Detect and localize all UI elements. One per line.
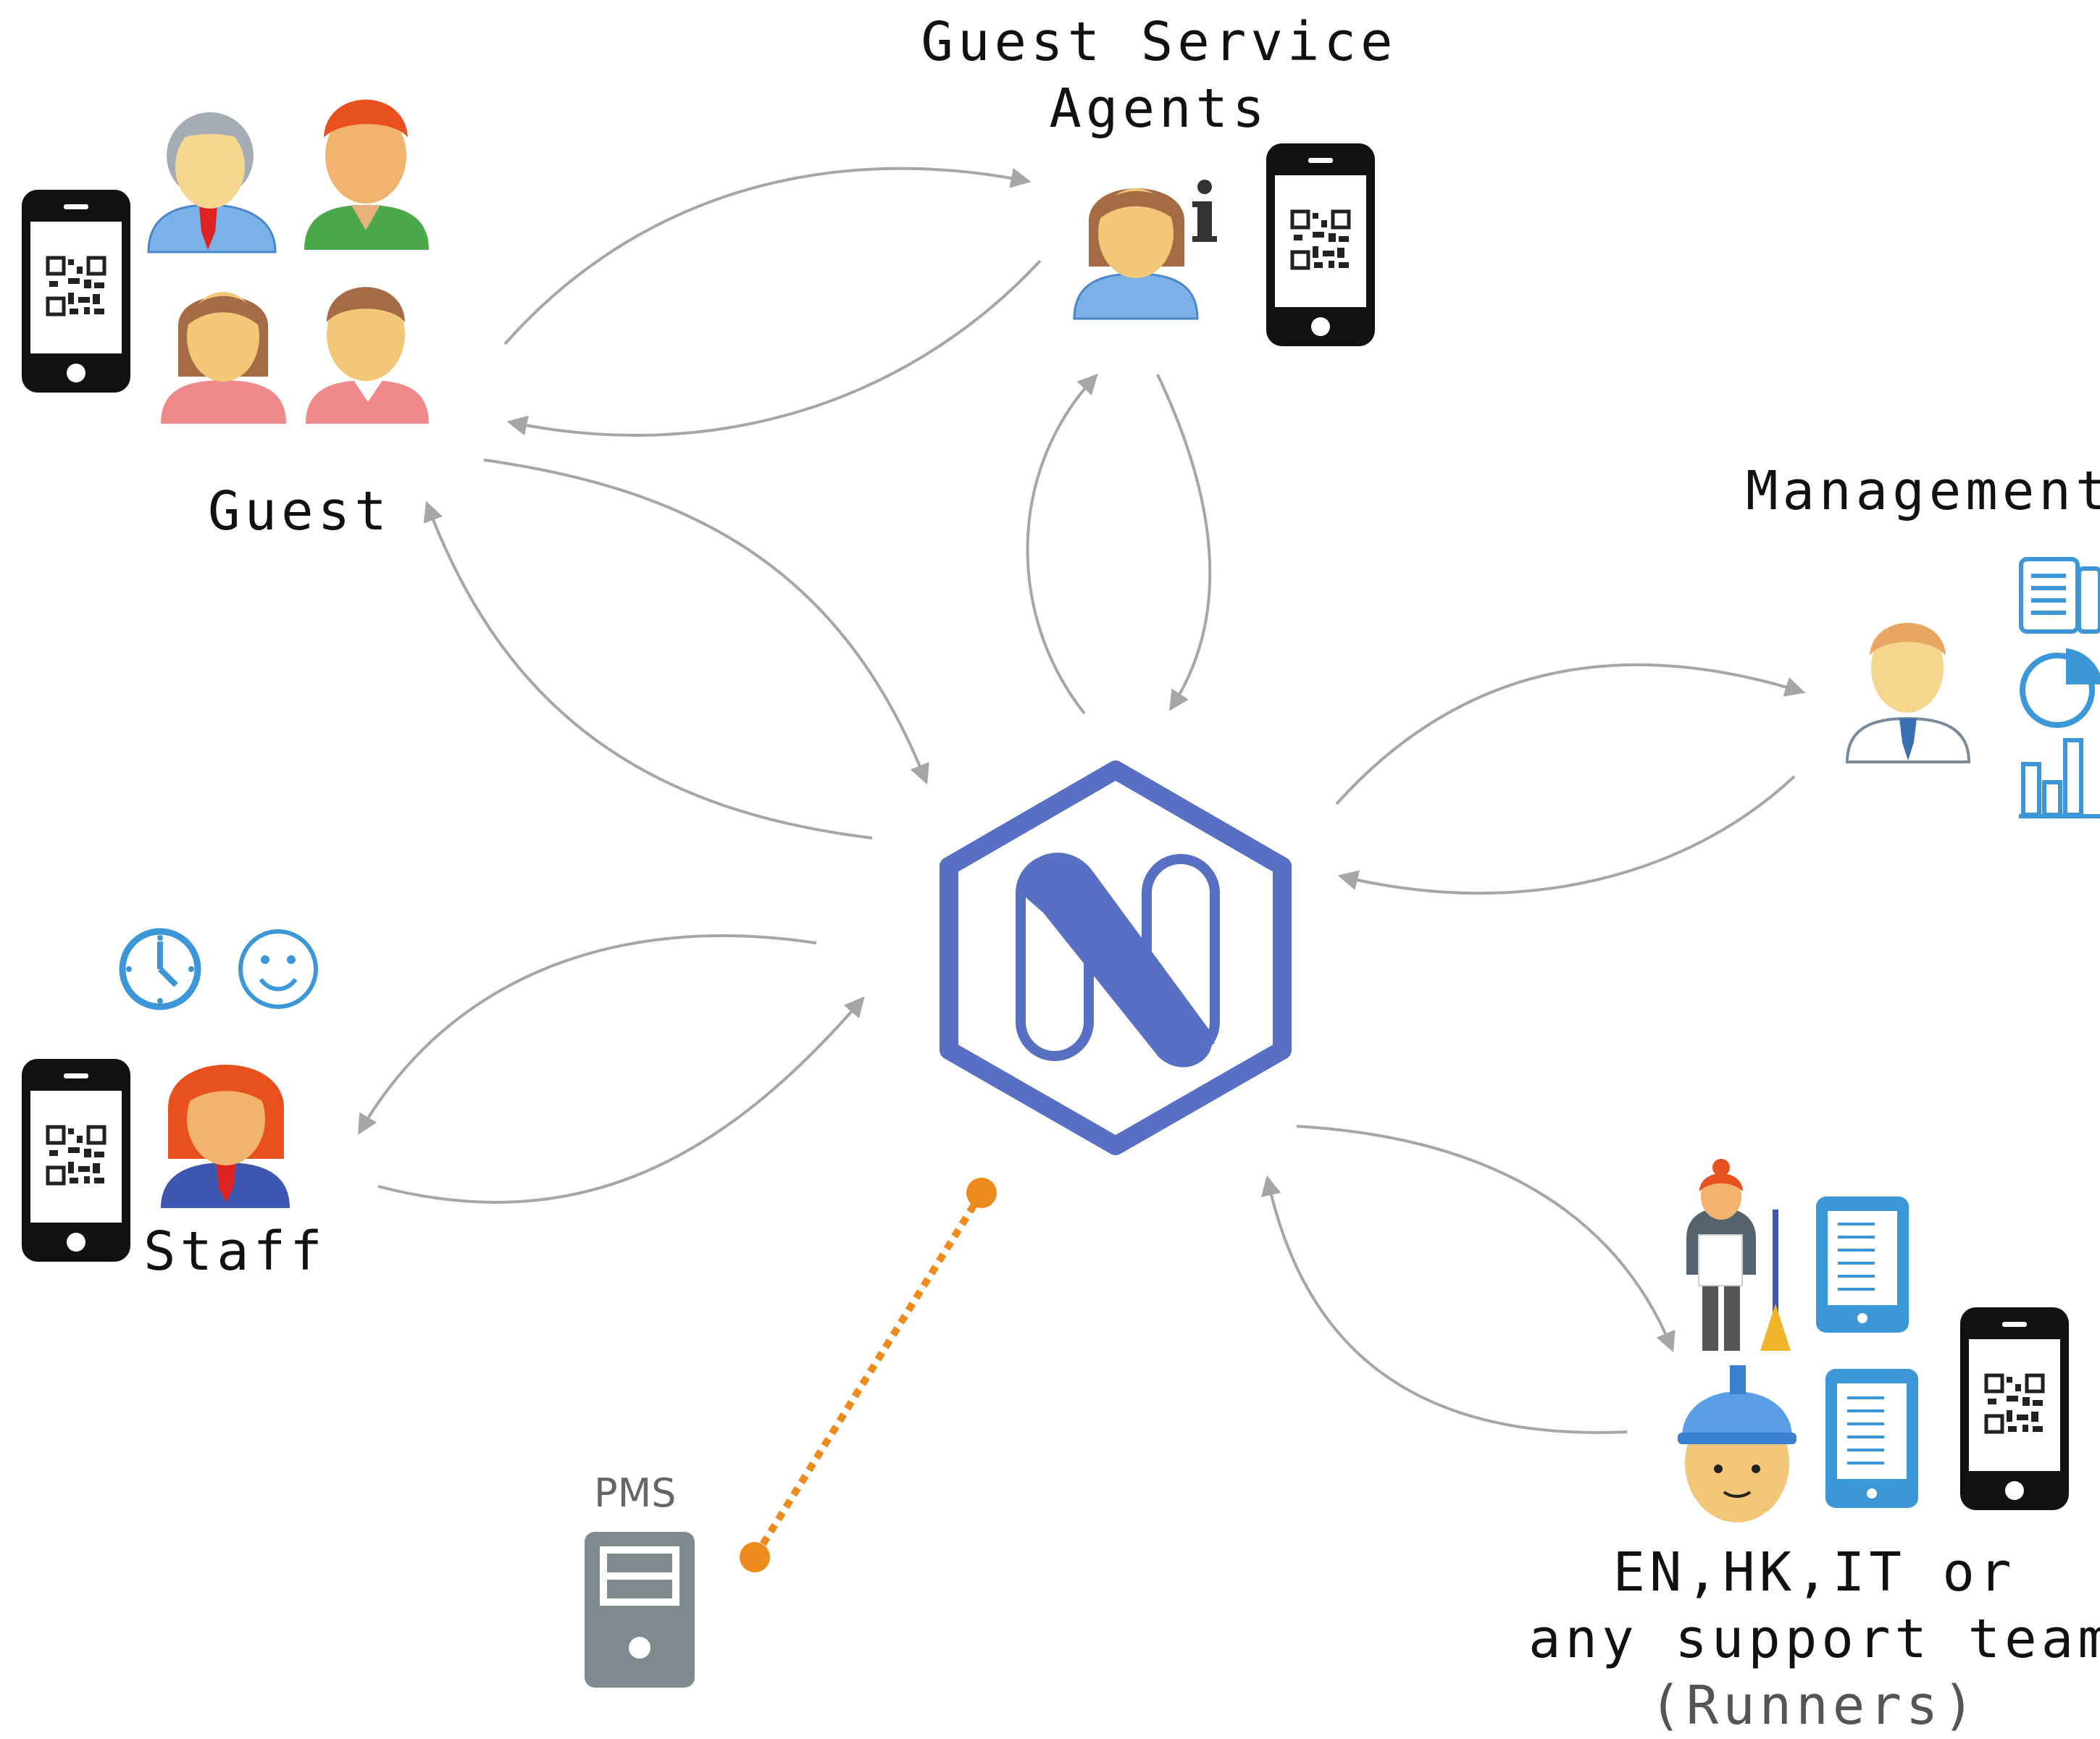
guest-man-icon (306, 287, 429, 424)
arrow-hub-to-guest (423, 500, 873, 839)
agents-label: Guest Service Agents (898, 9, 1420, 142)
info-icon (1192, 180, 1217, 242)
arrow-hub-to-runners (1296, 1125, 1676, 1353)
hub-logo (940, 760, 1292, 1155)
guest-young-man-icon (304, 99, 429, 250)
runners-label-line1: EN,HK,IT or (1612, 1541, 2016, 1604)
arrow-guest-to-agents (503, 167, 1032, 345)
staff-phone-icon (22, 1059, 130, 1262)
agents-label-line1: Guest Service (921, 11, 1397, 73)
pms-label: PMS (594, 1470, 677, 1516)
checklist-tablet-icon (1816, 1197, 1909, 1333)
guest-label: Guest (208, 480, 391, 542)
checklist-tablet-icon-2 (1825, 1369, 1918, 1508)
arrow-hub-to-management (1335, 663, 1806, 805)
agent-woman-icon (1073, 188, 1199, 320)
management-label: Management (1746, 460, 2100, 522)
agents-label-line2: Agents (1049, 77, 1269, 140)
runners-label-line2: any support team (1528, 1608, 2100, 1670)
arrow-runners-to-hub (1261, 1175, 1628, 1434)
agent-phone-icon (1266, 143, 1375, 346)
guest-woman-icon (161, 292, 286, 424)
pms-link (751, 1191, 985, 1559)
bar-chart-icon (2019, 738, 2100, 818)
clock-icon (119, 928, 201, 1010)
manager-icon (1845, 623, 1971, 763)
runners-label-line3: (Runners) (1649, 1675, 1979, 1737)
arrow-guest-to-hub (483, 458, 929, 785)
arrow-agents-to-hub (1156, 374, 1212, 711)
pms-server-icon (585, 1532, 695, 1688)
pms-link-end-hub (966, 1178, 997, 1208)
arrow-hub-to-staff (358, 934, 817, 1135)
pms-link-end-pms (740, 1542, 770, 1572)
arrow-hub-to-agents (1026, 373, 1098, 715)
staff-label: Staff (143, 1220, 327, 1283)
arrow-staff-to-hub (377, 996, 865, 1204)
housekeeper-icon (1686, 1159, 1791, 1351)
staff-woman-icon (161, 1065, 290, 1208)
smiley-icon (238, 929, 318, 1009)
guest-elderly-man-icon (147, 112, 277, 253)
pie-chart-icon (2020, 648, 2100, 728)
guest-phone-icon (22, 190, 130, 393)
report-document-icon (2019, 557, 2100, 634)
runner-phone-icon (1960, 1307, 2069, 1510)
runners-label: EN,HK,IT or any support team (Runners) (1528, 1539, 2100, 1739)
arrow-agents-to-guest (506, 259, 1042, 437)
engineer-icon (1678, 1365, 1796, 1522)
arrow-management-to-hub (1337, 775, 1796, 895)
